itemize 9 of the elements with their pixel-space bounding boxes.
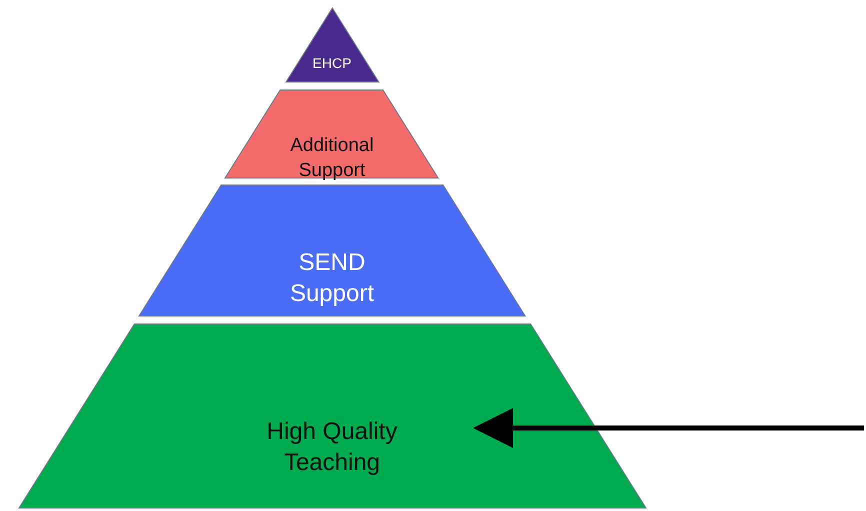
pyramid-band [138,185,526,316]
pyramid-band [225,90,439,178]
arrow [473,408,864,448]
band-label: EHCP [312,54,352,72]
band-label: Additional Support [289,134,375,183]
band-label: SEND Support [288,248,376,309]
pyramid-tip [286,8,378,82]
pyramid-base [18,324,646,508]
band-label: High Quality Teaching [266,417,398,478]
